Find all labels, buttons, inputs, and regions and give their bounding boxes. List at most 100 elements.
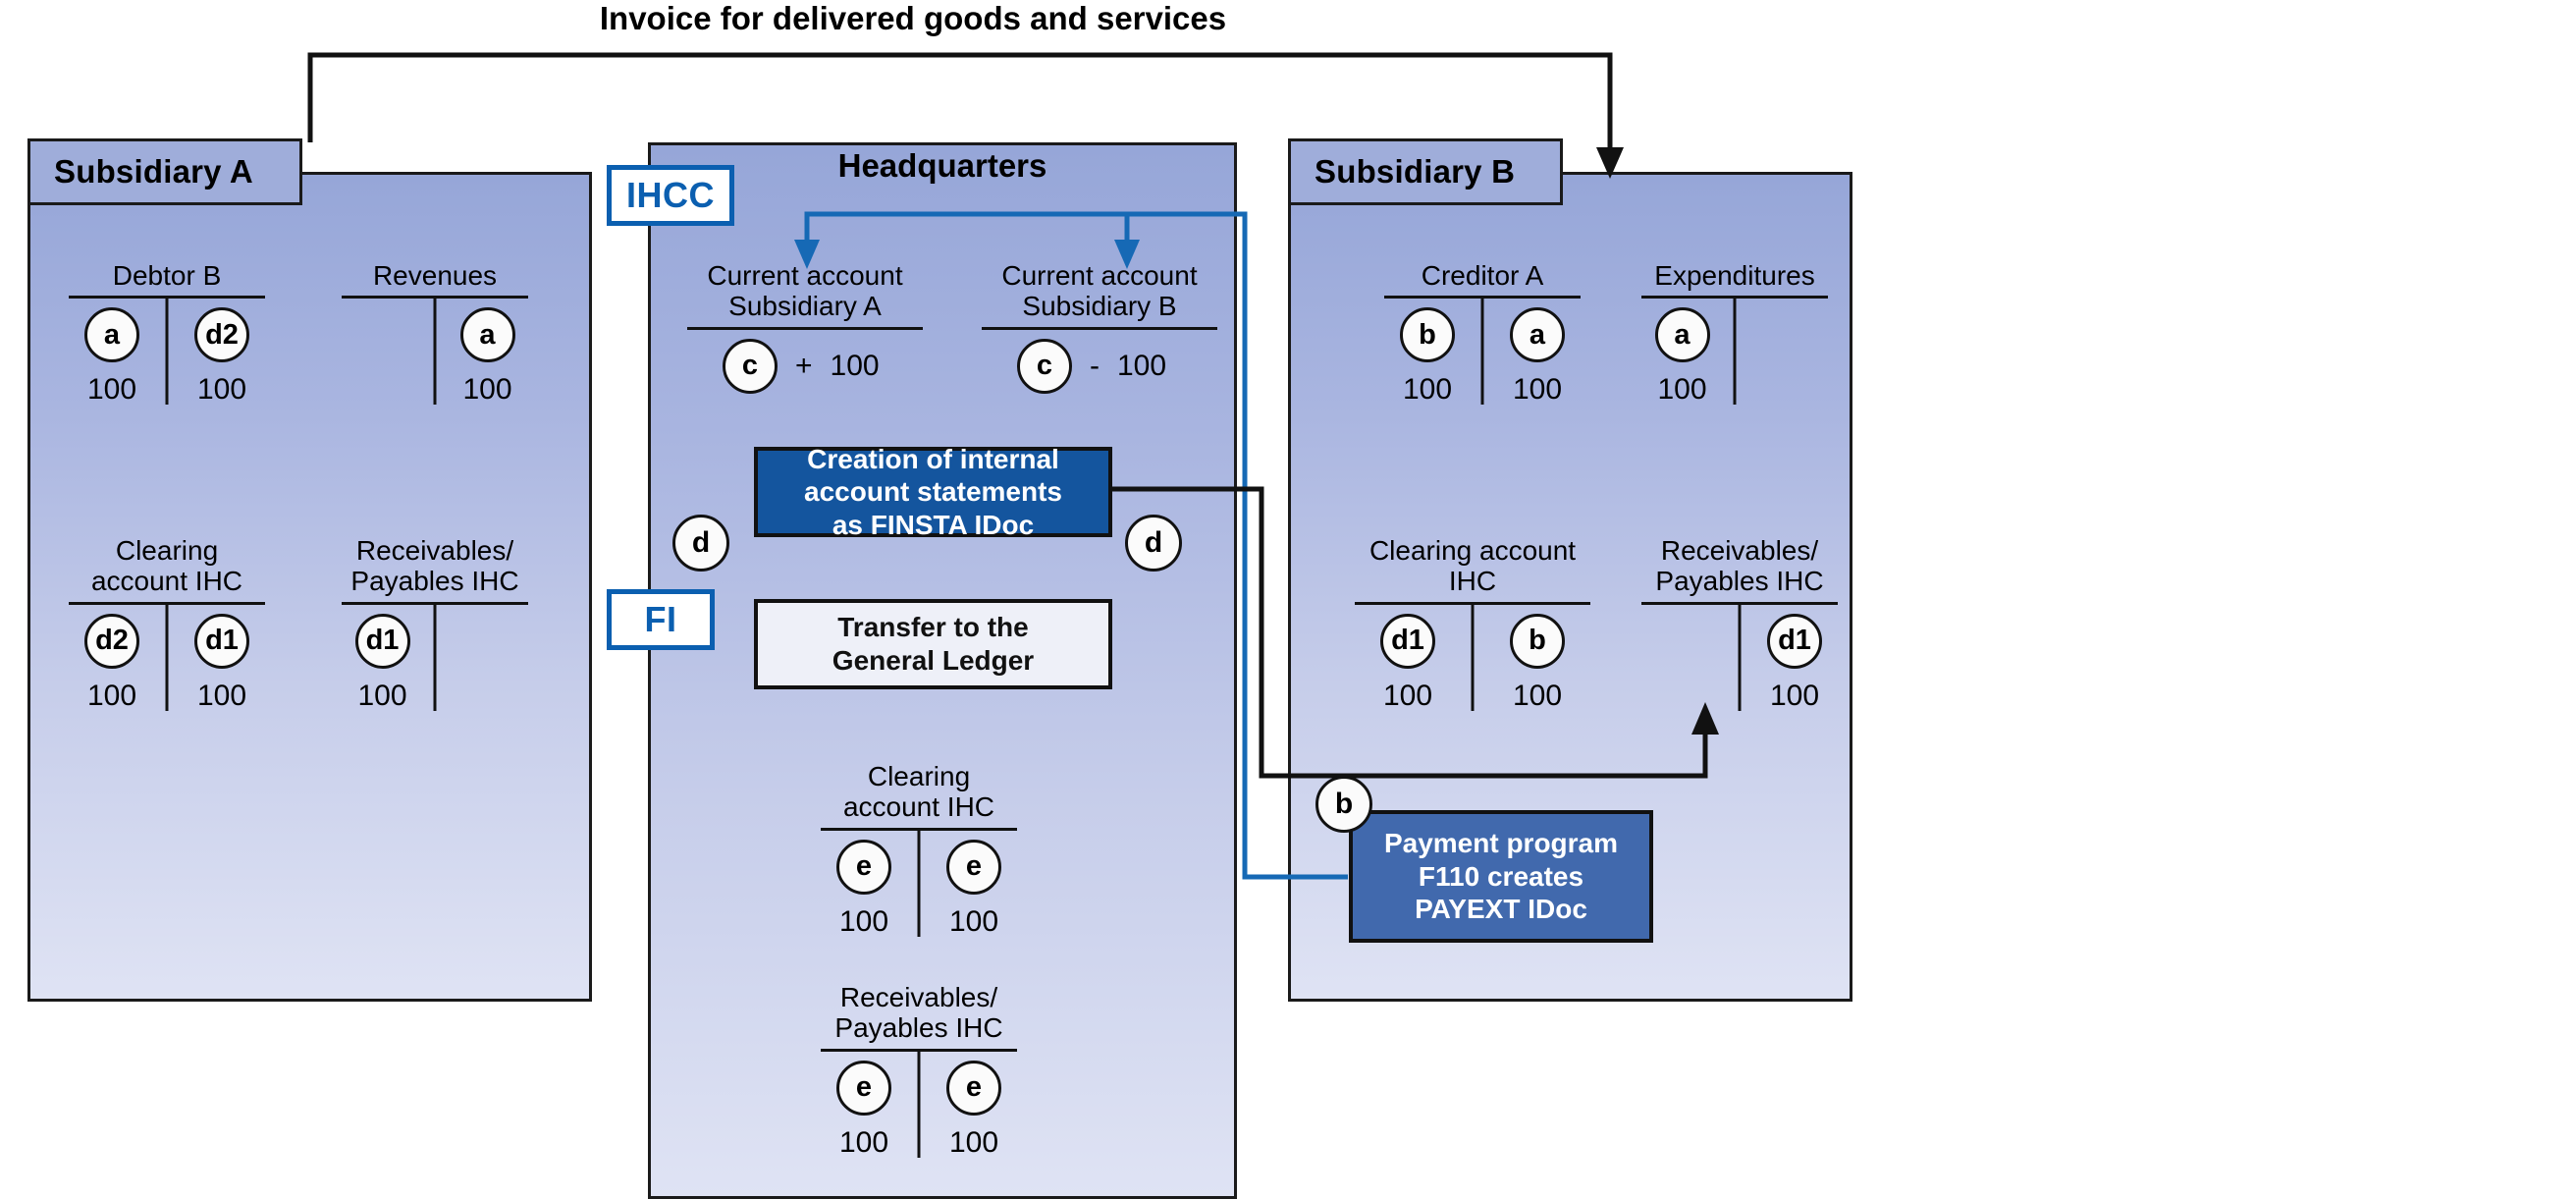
taccount-revenues: Revenues a 100 — [342, 260, 528, 406]
taccount-name: Clearing account IHC — [1368, 535, 1577, 597]
entry-marker: d2 — [194, 307, 249, 363]
taccount-body: a 100 — [342, 299, 528, 406]
panel-title-subsidiary-a: Subsidiary A — [54, 153, 253, 190]
taccount-body: e 100 e 100 — [821, 830, 1017, 937]
taccount-credit-side: a 100 — [435, 299, 528, 405]
taccount-receivables-payables-ihc-hq: Receivables/ Payables IHC e 100 e 100 — [821, 982, 1017, 1158]
entry-amount: 100 — [948, 1125, 999, 1159]
taccount-rule — [342, 296, 528, 300]
taccount-name: Debtor B — [112, 260, 222, 291]
entry-amount: 100 — [196, 373, 247, 407]
taccount-debit-side: a 100 — [1641, 299, 1735, 405]
entry-amount: 100 — [1769, 679, 1820, 712]
entry-amount: 100 — [1657, 373, 1707, 407]
taccount-debtor-b: Debtor B a 100 d2 100 — [69, 260, 265, 406]
entry-amount: 100 — [86, 373, 137, 407]
entry-marker: e — [836, 839, 891, 895]
taccount-name: Current account Subsidiary A — [707, 260, 903, 322]
entry-marker: a — [84, 307, 139, 363]
entry-amount: 100 — [830, 349, 880, 382]
entry-marker: a — [459, 307, 515, 363]
taccount-rule — [982, 326, 1217, 330]
entry-marker: d2 — [84, 613, 139, 669]
panel-title-headquarters: Headquarters — [837, 147, 1047, 184]
entry-marker: e — [836, 1060, 891, 1116]
taccount-credit-side: d2 100 — [167, 299, 265, 405]
taccount-name: Receivables/ Payables IHC — [350, 535, 519, 597]
taccount-receivables-payables-ihc-b: Receivables/ Payables IHC d1 100 — [1641, 535, 1838, 711]
entry-marker: e — [946, 1060, 1001, 1116]
taccount-debit-side: d1 100 — [342, 605, 435, 711]
entry-amount: 100 — [838, 904, 889, 938]
taccount-body: d1 100 — [1641, 604, 1838, 712]
taccount-rule — [1355, 601, 1590, 605]
taccount-credit-side: e 100 — [919, 831, 1017, 937]
entry-marker: d1 — [1767, 613, 1822, 669]
taccount-creditor-a: Creditor A b 100 a 100 — [1384, 260, 1581, 406]
panel-title-subsidiary-b: Subsidiary B — [1315, 153, 1516, 190]
taccount-body: d1 100 b 100 — [1355, 604, 1590, 711]
taccount-credit-side: b 100 — [1473, 605, 1590, 711]
invoice-flow-arrowhead — [1596, 147, 1624, 179]
process-box-finsta[interactable]: Creation of internal account statements … — [754, 444, 1112, 540]
taccount-name: Creditor A — [1421, 260, 1544, 291]
finsta-to-subsidiary-b-arrowhead — [1691, 702, 1719, 735]
entry-marker: a — [1510, 307, 1565, 363]
taccount-credit-side: e 100 — [919, 1052, 1017, 1158]
taccount-name: Clearing account IHC — [842, 761, 995, 823]
taccount-name: Expenditures — [1654, 260, 1815, 291]
taccount-debit-side: e 100 — [821, 831, 919, 937]
entry-amount: 100 — [1512, 679, 1563, 712]
taccount-clearing-account-ihc-b: Clearing account IHC d1 100 b 100 — [1355, 535, 1590, 711]
taccount-credit-side: d1 100 — [167, 605, 265, 711]
taccount-divider — [917, 1051, 921, 1158]
taccount-expenditures: Expenditures a 100 — [1641, 260, 1828, 406]
taccount-debit-side: d2 100 — [69, 605, 167, 711]
taccount-divider — [165, 299, 169, 406]
panel-tab-subsidiary-b: Subsidiary B — [1288, 138, 1563, 205]
entry-marker: c — [1017, 338, 1072, 394]
process-box-payment-program[interactable]: Payment program F110 creates PAYEXT IDoc — [1349, 810, 1653, 943]
process-box-transfer-gl[interactable]: Transfer to the General Ledger — [754, 599, 1112, 689]
taccount-divider — [1471, 604, 1475, 711]
entry-marker: b — [1400, 307, 1455, 363]
marker-finsta-right: d — [1125, 515, 1182, 572]
taccount-rule — [821, 827, 1017, 831]
taccount-rule — [821, 1048, 1017, 1052]
taccount-debit-side: e 100 — [821, 1052, 919, 1158]
fi-badge: FI — [607, 589, 715, 650]
diagram-headline: Invoice for delivered goods and services — [599, 0, 1227, 36]
taccount-name: Receivables/ Payables IHC — [834, 982, 1003, 1044]
taccount-clearing-account-ihc-hq: Clearing account IHC e 100 e 100 — [821, 761, 1017, 937]
taccount-body: d2 100 d1 100 — [69, 604, 265, 711]
finsta-to-subsidiary-b-line — [1110, 486, 1708, 779]
taccount-divider — [433, 299, 437, 406]
entry-marker: c — [723, 338, 778, 394]
entry-sign: - — [1090, 349, 1100, 382]
taccount-rule — [69, 601, 265, 605]
current-account-a-arrowhead — [794, 240, 820, 269]
taccount-name: Receivables/ Payables IHC — [1655, 535, 1824, 597]
taccount-divider — [1738, 604, 1742, 711]
signed-entry-row: c + 100 — [687, 330, 880, 394]
taccount-debit-side: a 100 — [69, 299, 167, 405]
entry-marker: a — [1654, 307, 1710, 363]
entry-amount: 100 — [357, 679, 407, 712]
taccount-receivables-payables-ihc-a: Receivables/ Payables IHC d1 100 — [342, 535, 528, 711]
taccount-rule — [1641, 601, 1838, 605]
taccount-current-account-subsidiary-a: Current account Subsidiary A c + 100 — [687, 260, 923, 394]
entry-marker: d1 — [1380, 613, 1435, 669]
taccount-clearing-account-ihc-a: Clearing account IHC d2 100 d1 100 — [69, 535, 265, 711]
entry-marker: b — [1510, 613, 1565, 669]
marker-payment-program: b — [1315, 776, 1372, 833]
taccount-divider — [165, 604, 169, 711]
entry-amount: 100 — [838, 1125, 889, 1159]
current-account-b-arrowhead — [1114, 240, 1140, 269]
taccount-divider — [917, 830, 921, 937]
entry-marker: d1 — [194, 613, 249, 669]
payext-feedback-line — [804, 211, 1348, 880]
taccount-body: c - 100 — [982, 330, 1217, 394]
entry-marker: e — [946, 839, 1001, 895]
